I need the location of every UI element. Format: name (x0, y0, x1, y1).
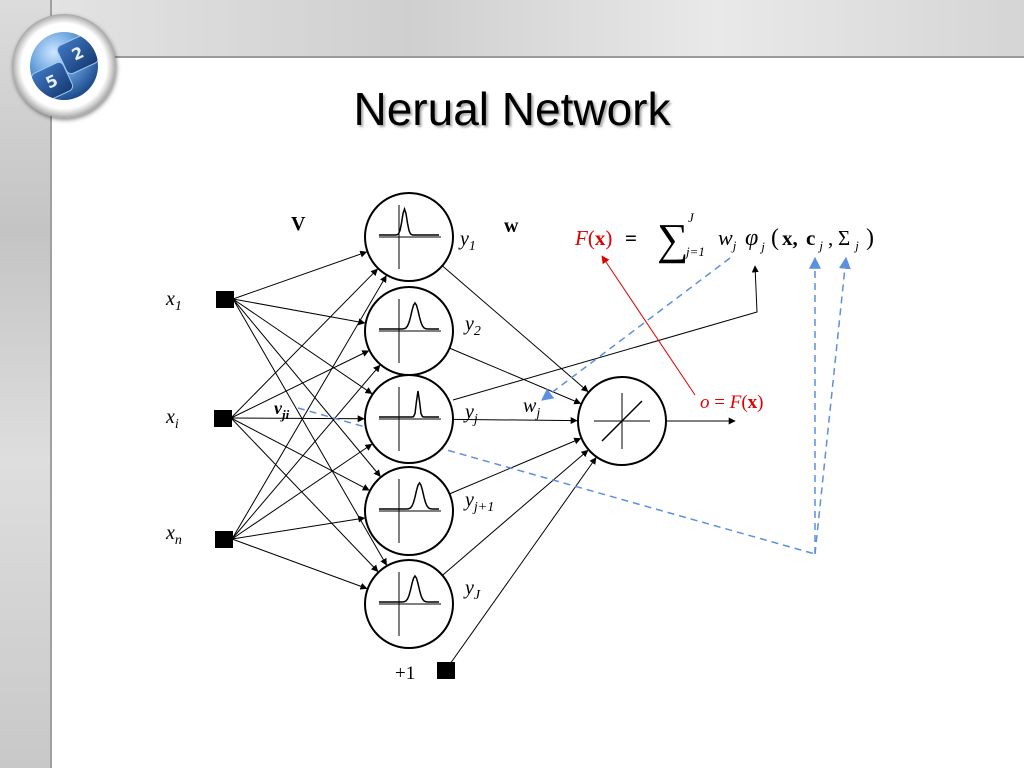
formula-close-paren: ) (866, 225, 874, 251)
sum-upper-limit: J (688, 210, 695, 225)
formula-comma: , (828, 226, 833, 250)
connection-edges (230, 250, 736, 665)
edge-input-hidden (231, 515, 366, 540)
edge-input-hidden (231, 275, 387, 540)
matrix-v-label: V (291, 213, 306, 235)
hidden-label: y2 (463, 313, 481, 339)
weight-v-label: vji (274, 398, 290, 422)
gaussian-curve (379, 206, 439, 236)
slide-left-band (0, 0, 52, 768)
edge-input-hidden (230, 415, 365, 423)
formula-x: x, (782, 226, 798, 250)
edge-input-hidden (230, 268, 378, 419)
gaussian-curve (379, 574, 439, 603)
slide-title: Nerual Network (353, 83, 671, 135)
edge-input-hidden (232, 298, 387, 566)
formula-equals: = (625, 226, 637, 250)
edge-input-hidden (232, 298, 381, 477)
edge-hidden-output (442, 449, 589, 576)
matrix-w-label: w (504, 215, 519, 237)
input-label: x1 (165, 288, 182, 314)
calculator-keys-icon: 2 5 (30, 32, 98, 100)
input-node (215, 531, 233, 548)
edge-input-hidden (232, 250, 368, 300)
hidden-label: yj (463, 401, 478, 427)
edge-hidden-output (449, 437, 582, 495)
linear-activation-line (601, 400, 643, 442)
formula-w: wj (718, 225, 737, 253)
formula-lhs: F(x) (574, 226, 612, 250)
covariance-pointer-arrow (814, 256, 851, 555)
bias-node (437, 662, 455, 679)
edge-input-hidden (232, 298, 366, 326)
edge-hidden-output (441, 265, 589, 393)
input-label: xn (165, 522, 182, 548)
summation-symbol: ∑ (657, 215, 688, 264)
edge-input-hidden (230, 350, 370, 419)
formula-open-paren: ( (771, 225, 779, 251)
network-nodes (214, 192, 667, 679)
weight-w-label: wj (523, 395, 540, 421)
bias-label: +1 (395, 663, 415, 684)
phi-pointer-arrow (452, 265, 759, 401)
input-node (214, 410, 232, 427)
gaussian-curve (379, 481, 439, 510)
edge-hidden-output (449, 347, 582, 405)
input-node (216, 291, 234, 308)
gaussian-curve (379, 301, 439, 330)
edge-input-hidden (232, 298, 373, 395)
slide-top-band (0, 0, 1024, 58)
calculator-logo: 2 5 (12, 14, 116, 118)
output-label: o = F(x) (700, 392, 763, 413)
edge-bias-output (449, 457, 597, 665)
gaussian-curve (379, 390, 439, 418)
output-pointer-arrow (601, 255, 696, 396)
hidden-label: yJ (463, 577, 481, 603)
hidden-label: y1 (458, 228, 476, 254)
sum-lower-limit: j=1 (684, 244, 705, 259)
edge-input-hidden (231, 538, 368, 590)
edge-hidden-output (452, 417, 578, 425)
hidden-label: yj+1 (463, 489, 494, 515)
edge-input-hidden (230, 417, 379, 572)
edge-input-hidden (231, 443, 373, 540)
edge-input-hidden (231, 364, 381, 540)
input-label: xi (165, 406, 179, 432)
edge-input-hidden (230, 417, 370, 491)
weight-pointer-arrow (541, 257, 731, 401)
